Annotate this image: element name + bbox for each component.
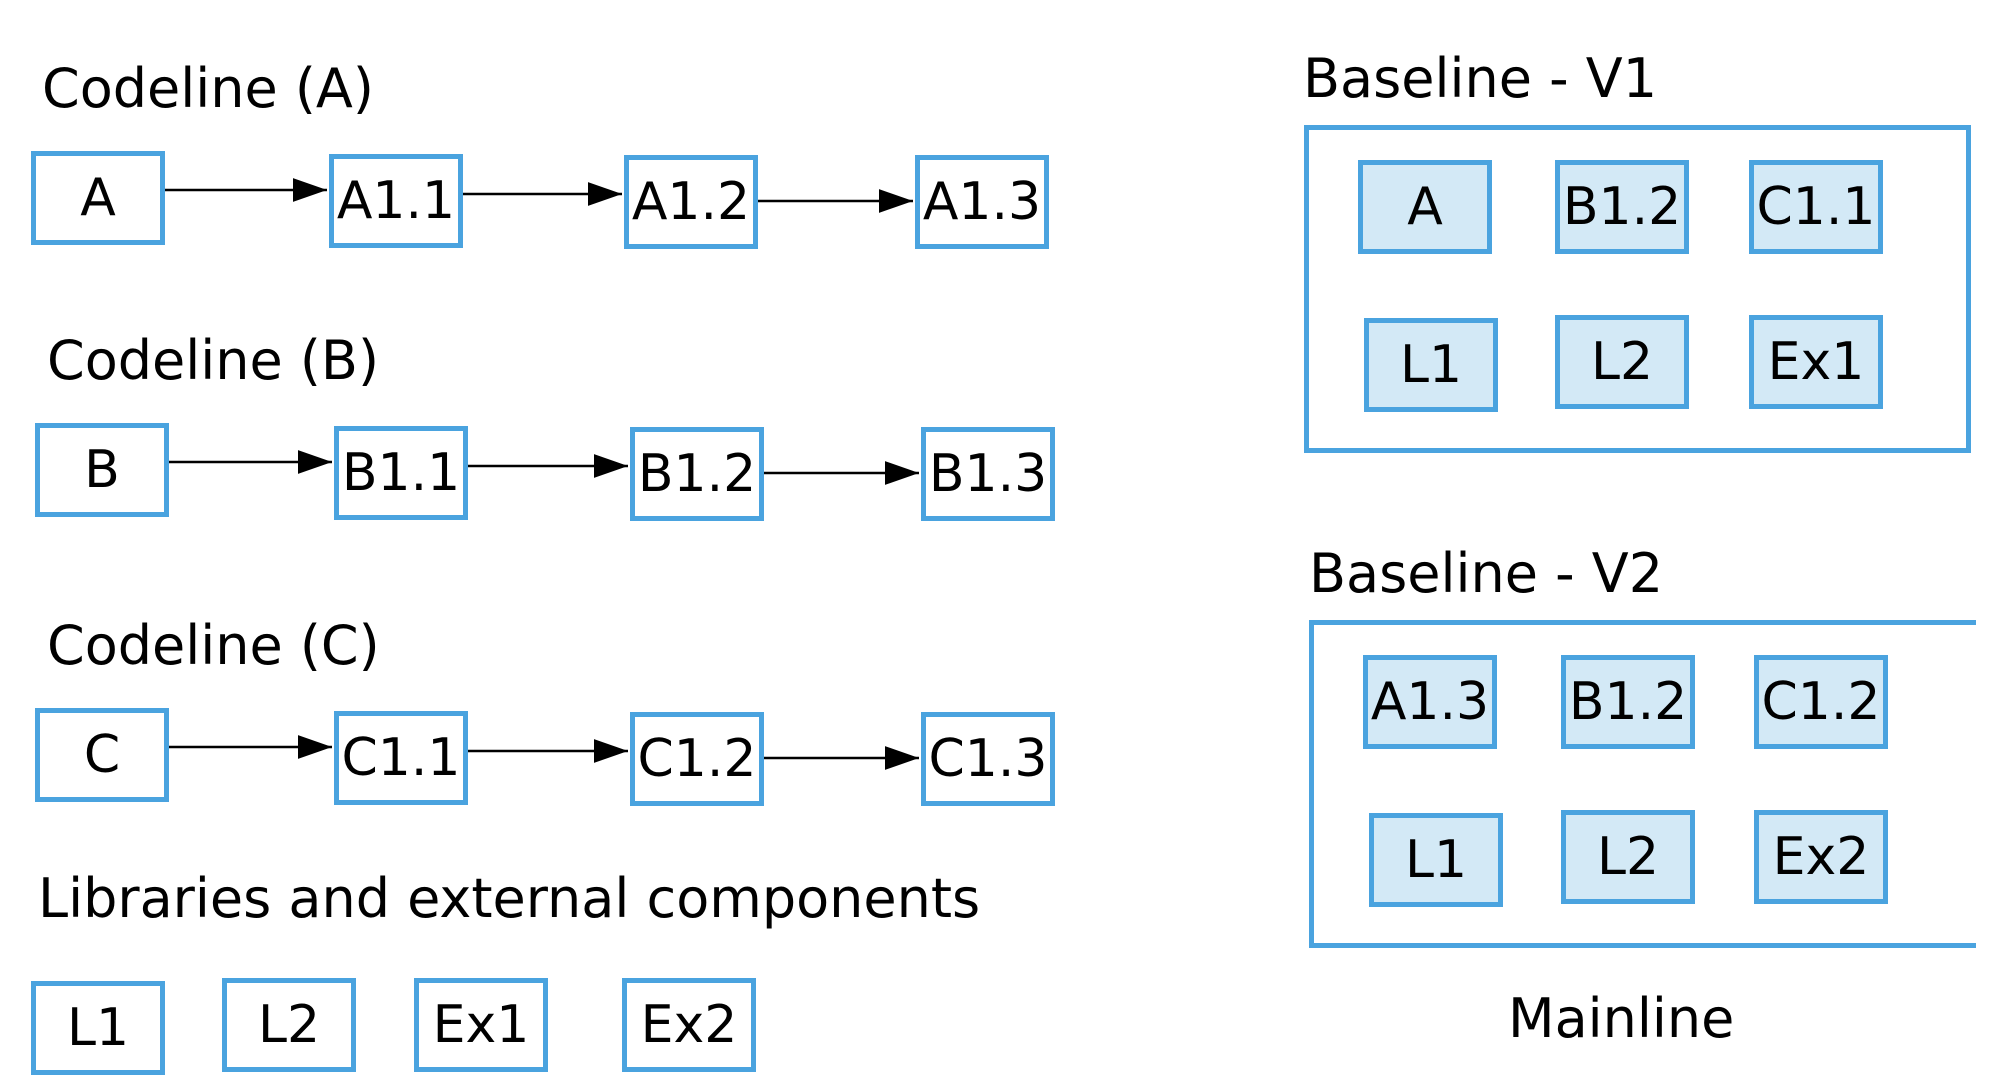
codeline-a-title: Codeline (A): [42, 57, 374, 120]
baseline-component: L2: [1555, 315, 1689, 409]
library-box: L1: [31, 981, 165, 1075]
version-box: A: [31, 151, 165, 245]
version-box: A1.1: [329, 154, 463, 248]
baseline-component: B1.2: [1555, 160, 1689, 254]
baseline-component: Ex2: [1754, 810, 1888, 904]
version-box: A1.3: [915, 155, 1049, 249]
version-box: B1.1: [334, 426, 468, 520]
version-box: C1.2: [630, 712, 764, 806]
codeline-b-title: Codeline (B): [47, 329, 380, 392]
baseline-component: A: [1358, 160, 1492, 254]
codeline-c-title: Codeline (C): [47, 614, 380, 677]
version-box: C: [35, 708, 169, 802]
baseline-v2-title: Baseline - V2: [1309, 542, 1664, 605]
baseline-component: C1.1: [1749, 160, 1883, 254]
version-box: B: [35, 423, 169, 517]
baseline-component: B1.2: [1561, 655, 1695, 749]
baseline-v2-frame: [1309, 620, 1976, 948]
baseline-component: Ex1: [1749, 315, 1883, 409]
libraries-title: Libraries and external components: [38, 867, 981, 930]
baseline-component: L2: [1561, 810, 1695, 904]
baseline-component: A1.3: [1363, 655, 1497, 749]
library-box: L2: [222, 978, 356, 1072]
version-box: C1.3: [921, 712, 1055, 806]
version-box: C1.1: [334, 711, 468, 805]
baseline-component: C1.2: [1754, 655, 1888, 749]
version-box: B1.3: [921, 427, 1055, 521]
baseline-component: L1: [1369, 813, 1503, 907]
library-box: Ex2: [622, 978, 756, 1072]
version-box: A1.2: [624, 155, 758, 249]
library-box: Ex1: [414, 978, 548, 1072]
baseline-v1-title: Baseline - V1: [1303, 47, 1658, 110]
baseline-component: L1: [1364, 318, 1498, 412]
mainline-label: Mainline: [1508, 987, 1735, 1050]
version-box: B1.2: [630, 427, 764, 521]
baseline-v1-frame: [1304, 125, 1971, 453]
